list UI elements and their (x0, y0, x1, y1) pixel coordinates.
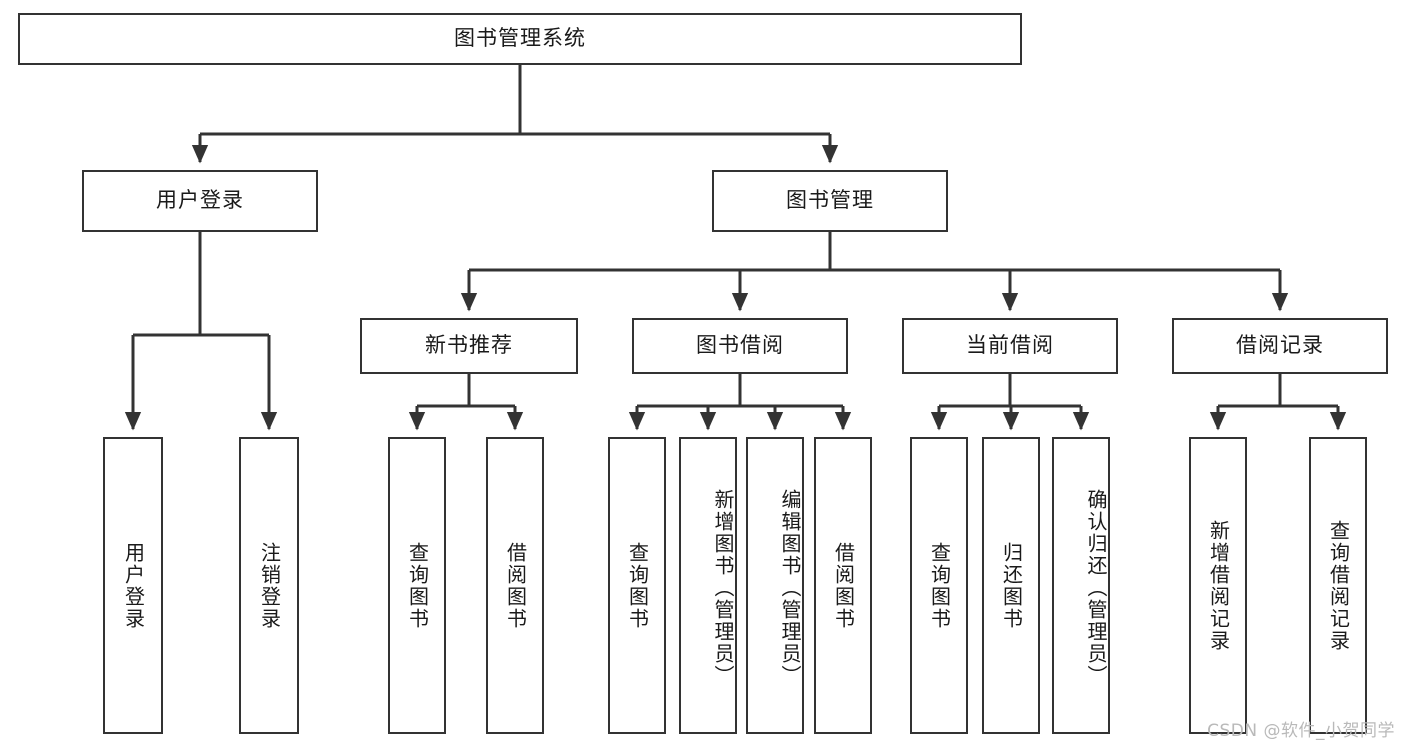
node-book-management-label: 图书管理 (786, 188, 874, 213)
node-book-borrow[interactable]: 图书借阅 (632, 318, 848, 374)
node-leaf-edit-book[interactable]: 编辑图书（管理员） (746, 437, 804, 734)
node-book-management[interactable]: 图书管理 (712, 170, 948, 232)
node-leaf-query-book-1-label: 查询图书 (405, 541, 430, 630)
node-leaf-query-record-label: 查询借阅记录 (1326, 519, 1351, 652)
node-leaf-logout-label: 注销登录 (257, 541, 282, 630)
node-leaf-edit-book-label: 编辑图书（管理员） (778, 488, 802, 687)
node-user-login[interactable]: 用户登录 (82, 170, 318, 232)
node-leaf-add-record-label: 新增借阅记录 (1206, 519, 1231, 652)
node-root-label: 图书管理系统 (454, 26, 586, 51)
node-leaf-query-book-2[interactable]: 查询图书 (608, 437, 666, 734)
node-leaf-add-book-label: 新增图书（管理员） (711, 488, 735, 687)
node-leaf-query-book-1[interactable]: 查询图书 (388, 437, 446, 734)
node-book-borrow-label: 图书借阅 (696, 333, 784, 358)
node-leaf-borrow-book-1[interactable]: 借阅图书 (486, 437, 544, 734)
node-leaf-user-login-label: 用户登录 (121, 541, 146, 630)
node-leaf-logout[interactable]: 注销登录 (239, 437, 299, 734)
node-leaf-confirm-return-label: 确认归还（管理员） (1084, 488, 1108, 687)
node-leaf-query-book-3[interactable]: 查询图书 (910, 437, 968, 734)
node-leaf-query-book-2-label: 查询图书 (625, 541, 650, 630)
node-borrow-record-label: 借阅记录 (1236, 333, 1324, 358)
node-current-borrow[interactable]: 当前借阅 (902, 318, 1118, 374)
node-current-borrow-label: 当前借阅 (966, 333, 1054, 358)
node-leaf-return-book-label: 归还图书 (999, 541, 1024, 630)
node-user-login-label: 用户登录 (156, 188, 244, 213)
node-leaf-borrow-book-2-label: 借阅图书 (831, 541, 856, 630)
csdn-watermark: CSDN @软件_小贺同学 (1207, 721, 1395, 741)
node-leaf-confirm-return[interactable]: 确认归还（管理员） (1052, 437, 1110, 734)
node-leaf-borrow-book-1-label: 借阅图书 (503, 541, 528, 630)
node-borrow-record[interactable]: 借阅记录 (1172, 318, 1388, 374)
node-new-book-recommend-label: 新书推荐 (425, 333, 513, 358)
node-leaf-query-book-3-label: 查询图书 (927, 541, 952, 630)
node-leaf-borrow-book-2[interactable]: 借阅图书 (814, 437, 872, 734)
node-leaf-return-book[interactable]: 归还图书 (982, 437, 1040, 734)
node-leaf-add-book[interactable]: 新增图书（管理员） (679, 437, 737, 734)
node-leaf-add-record[interactable]: 新增借阅记录 (1189, 437, 1247, 734)
node-leaf-query-record[interactable]: 查询借阅记录 (1309, 437, 1367, 734)
node-new-book-recommend[interactable]: 新书推荐 (360, 318, 578, 374)
node-root[interactable]: 图书管理系统 (18, 13, 1022, 65)
node-leaf-user-login[interactable]: 用户登录 (103, 437, 163, 734)
